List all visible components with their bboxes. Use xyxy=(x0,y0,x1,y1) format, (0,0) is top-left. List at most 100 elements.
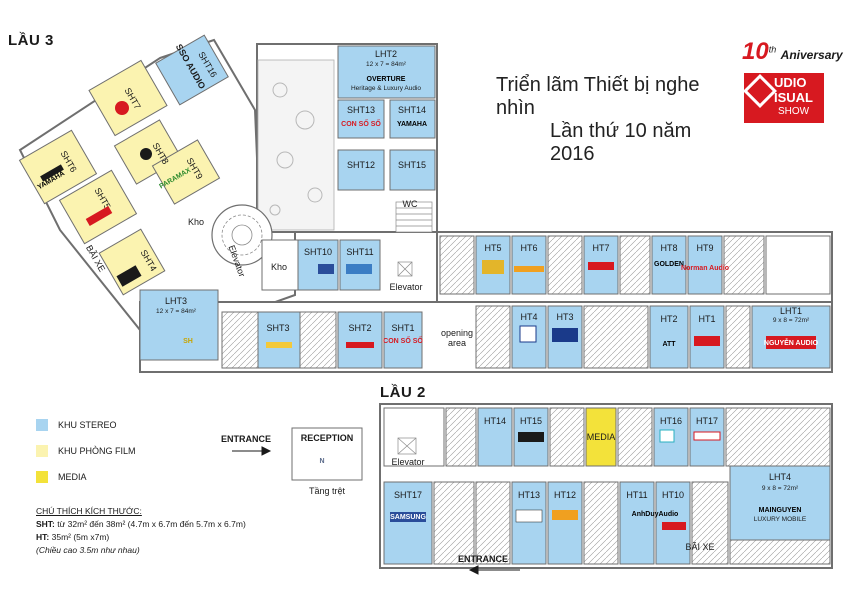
legend-swatch-film xyxy=(36,445,48,457)
legend-swatch-stereo xyxy=(36,419,48,431)
title-line2: Lần thứ 10 năm 2016 xyxy=(550,120,692,165)
svg-text:Tầng trệt: Tầng trệt xyxy=(309,486,346,496)
room-lht2 xyxy=(337,45,436,99)
svg-text:HT7: HT7 xyxy=(592,243,609,253)
room-sht4 xyxy=(98,228,166,296)
badge-line1: UDIO xyxy=(774,75,807,90)
room-sht14 xyxy=(389,99,436,139)
svg-text:HT14: HT14 xyxy=(484,416,506,426)
size-notes: CHÚ THÍCH KÍCH THƯỚC: SHT: từ 32m² đến 3… xyxy=(36,505,246,557)
room-sht13 xyxy=(337,99,385,139)
svg-text:Heritage & Luxury Audio: Heritage & Luxury Audio xyxy=(351,85,421,92)
svg-text:LHT2: LHT2 xyxy=(375,49,397,59)
svg-text:Kho: Kho xyxy=(271,262,287,272)
room-ht9 xyxy=(687,235,723,295)
svg-text:SHT11: SHT11 xyxy=(346,247,373,257)
notes-ht: HT: 35m² (5m x7m) xyxy=(36,531,246,544)
svg-text:SHT14: SHT14 xyxy=(398,105,426,115)
entrance-arrows xyxy=(232,446,520,575)
floor2-labels: HT14 HT15 MEDIA HT16 HT17 SHT17 HT13 HT1… xyxy=(390,416,807,564)
svg-text:Elevator: Elevator xyxy=(389,282,422,292)
room-sht5 xyxy=(58,169,138,245)
room-media xyxy=(585,407,617,467)
floor3-label: LẦU 3 xyxy=(8,32,54,49)
svg-text:HT11: HT11 xyxy=(626,490,647,500)
svg-text:HT9: HT9 xyxy=(696,243,713,253)
svg-text:HT5: HT5 xyxy=(484,243,501,253)
title-line1: Triển lãm Thiết bị nghe nhìn xyxy=(496,74,700,119)
svg-text:HT2: HT2 xyxy=(660,314,677,324)
room-ht2 xyxy=(649,305,689,369)
svg-text:SHT12: SHT12 xyxy=(347,160,375,170)
svg-text:HT15: HT15 xyxy=(520,416,542,426)
room-kho xyxy=(261,239,299,291)
room-sht15 xyxy=(389,149,436,191)
svg-text:9 x 8 = 72m²: 9 x 8 = 72m² xyxy=(773,317,810,324)
svg-text:LHT4: LHT4 xyxy=(769,472,791,482)
notes-sht-key: SHT: xyxy=(36,519,55,529)
svg-text:HT3: HT3 xyxy=(556,312,573,322)
svg-text:SAMSUNG: SAMSUNG xyxy=(390,514,426,521)
room-ht14 xyxy=(477,407,513,467)
svg-text:CON SỐ SỐ: CON SỐ SỐ xyxy=(383,335,423,345)
svg-text:SHT2: SHT2 xyxy=(348,323,371,333)
svg-text:MAINGUYEN: MAINGUYEN xyxy=(759,507,802,514)
floor2-plan xyxy=(379,403,833,569)
svg-text:HT17: HT17 xyxy=(696,416,718,426)
svg-text:HT12: HT12 xyxy=(554,490,576,500)
reception-box: RECEPTION N Tầng trệt ENTRANCE xyxy=(221,427,363,496)
room-sht1 xyxy=(383,311,423,369)
room-sht12 xyxy=(337,149,385,191)
svg-text:N: N xyxy=(319,458,324,465)
svg-text:HT10: HT10 xyxy=(662,490,684,500)
svg-text:LHT1: LHT1 xyxy=(780,306,802,316)
svg-text:HT16: HT16 xyxy=(660,416,682,426)
notes-ht-key: HT: xyxy=(36,532,50,542)
garden-area xyxy=(257,59,335,231)
svg-text:YAMAHA: YAMAHA xyxy=(397,121,427,128)
room-lht3 xyxy=(139,289,219,361)
svg-text:GOLDEN: GOLDEN xyxy=(654,261,684,268)
svg-text:HT8: HT8 xyxy=(660,243,677,253)
anniversary-sup: th xyxy=(768,44,777,55)
svg-text:SHT13: SHT13 xyxy=(347,105,375,115)
svg-text:HT4: HT4 xyxy=(520,312,537,322)
anniversary-mark: 10th Aniversary xyxy=(742,38,843,66)
svg-text:opening: opening xyxy=(441,328,473,338)
anniversary-number: 10 xyxy=(742,38,769,65)
notes-ht-text: 35m² (5m x7m) xyxy=(51,532,110,542)
svg-text:Elevator: Elevator xyxy=(391,457,424,467)
svg-text:12 x 7 = 84m²: 12 x 7 = 84m² xyxy=(366,61,407,68)
svg-text:CON SỐ SỐ: CON SỐ SỐ xyxy=(341,118,381,128)
svg-text:SHT15: SHT15 xyxy=(398,160,426,170)
svg-text:AnhDuyAudio: AnhDuyAudio xyxy=(632,511,679,518)
room-sht16 xyxy=(155,34,229,106)
svg-text:ATT: ATT xyxy=(662,341,676,348)
svg-text:Norman Audio: Norman Audio xyxy=(681,265,729,272)
legend-item-film: KHU PHÒNG FILM xyxy=(36,444,136,458)
svg-text:SHT3: SHT3 xyxy=(266,323,289,333)
svg-text:WC: WC xyxy=(403,199,418,209)
svg-text:area: area xyxy=(448,338,466,348)
svg-text:9 x 8 = 72m²: 9 x 8 = 72m² xyxy=(762,485,799,492)
notes-heading: CHÚ THÍCH KÍCH THƯỚC: xyxy=(36,506,142,516)
badge-line2: ISUAL xyxy=(774,90,813,105)
badge-line3: SHOW xyxy=(778,106,810,117)
audio-visual-show-logo: UDIO ISUAL SHOW xyxy=(743,73,824,123)
svg-text:HT1: HT1 xyxy=(698,314,715,324)
legend-item-stereo: KHU STEREO xyxy=(36,418,117,432)
legend-label-media: MEDIA xyxy=(58,472,87,482)
legend-item-media: MEDIA xyxy=(36,470,87,484)
svg-text:SH: SH xyxy=(183,338,193,345)
floor3-logo-marks: SH xyxy=(40,101,720,348)
spiral-staircase xyxy=(211,204,273,266)
svg-text:SHT1: SHT1 xyxy=(391,323,414,333)
badge-icon xyxy=(743,74,777,108)
svg-text:SHT17: SHT17 xyxy=(394,490,422,500)
room-ht6 xyxy=(511,235,547,295)
legend-label-stereo: KHU STEREO xyxy=(58,420,117,430)
room-sht7 xyxy=(88,59,168,137)
anniversary-word: Aniversary xyxy=(780,48,843,62)
room-lht4 xyxy=(729,465,831,541)
